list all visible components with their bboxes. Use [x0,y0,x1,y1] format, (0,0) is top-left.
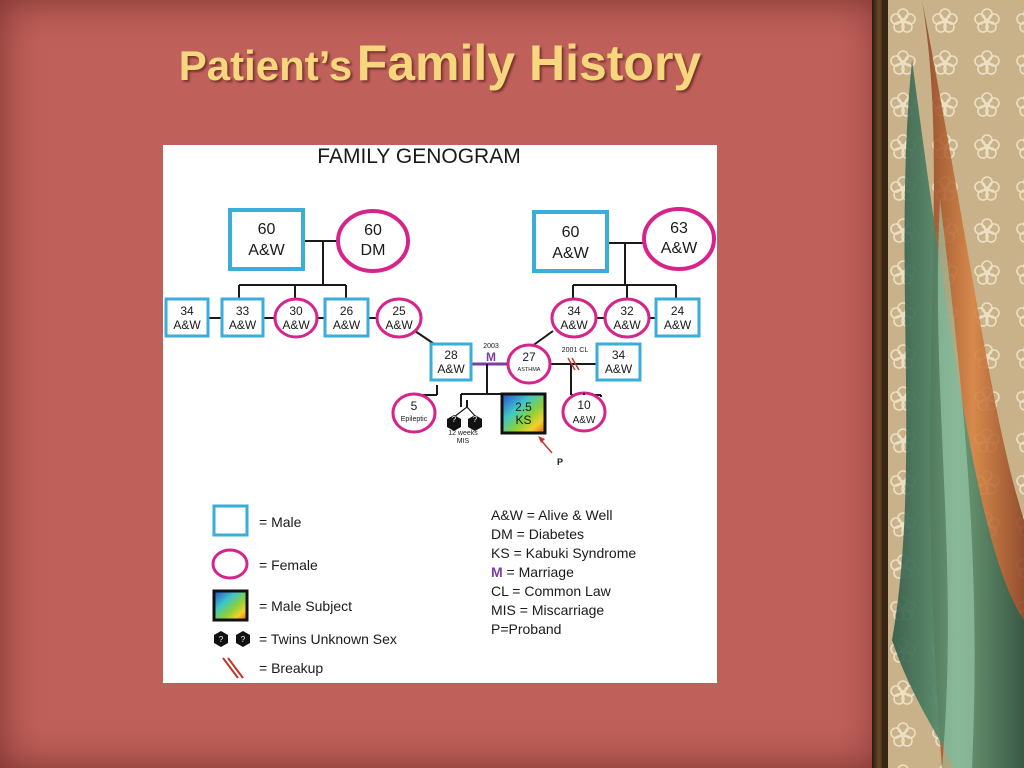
slide-title: Patient’s Family History [0,34,880,92]
male-square-icon [212,504,249,537]
node-status: A&W [385,318,413,332]
legend-label-female: = Female [259,557,318,573]
node-status: A&W [437,362,465,376]
grandmother-maternal: 63 A&W [642,207,716,271]
legend-label-breakup: = Breakup [259,660,323,676]
twin-question-mark: ? [219,635,224,644]
marriage-year: 2003 [483,343,499,350]
legend-symbols: = Male = Female = Male Subject ? ? = Twi… [211,504,397,679]
node-age: 60 [364,222,382,239]
node-status: A&W [333,318,361,332]
abbrev-aw: A&W = Alive & Well [491,507,613,523]
node-status: A&W [552,245,589,262]
node-age: 34 [567,304,581,318]
breakup-mark [567,357,576,371]
legend-label-male-subject: = Male Subject [259,598,352,614]
proband-node: 2.5 KS [500,392,547,435]
node-age: 26 [340,304,354,318]
node-age: 34 [180,304,194,318]
abbrev-ks: KS = Kabuki Syndrome [491,545,636,561]
node-status: Epileptic [401,416,428,423]
node-age: 5 [411,399,418,413]
sibling-right-2: 32 A&W [603,297,651,339]
node-status: ASTHMA [518,367,541,373]
node-age: 60 [258,221,276,238]
node-status: A&W [282,318,310,332]
sibling-left-3: 30 A&W [273,297,319,339]
node-age: 2.5 [515,400,532,414]
abbrev-cl: CL = Common Law [491,583,612,599]
grandmother-paternal: 60 DM [336,209,410,273]
node-age: 60 [562,224,580,241]
node-status: DM [361,242,386,259]
proband-pointer-label: P [557,457,563,467]
twin-question-mark: ? [452,415,457,424]
legend-abbreviations: A&W = Alive & Well DM = Diabetes KS = Ka… [491,507,636,637]
half-sibling-right-node: 10 A&W [561,391,607,433]
node-status: A&W [248,242,285,259]
breakup-mark [571,357,580,371]
half-sister-node: 5 Epileptic [391,392,437,434]
node-status: A&W [605,362,633,376]
twins-icon: ? ? [214,631,250,647]
node-status: A&W [573,415,596,426]
decorative-floral-panel [882,0,1024,768]
genogram-heading: FAMILY GENOGRAM [317,145,520,168]
node-age: 30 [289,304,303,318]
proband-arrow [538,436,553,454]
common-law-label: 2001 CL [562,347,589,354]
node-status: A&W [661,240,698,257]
abbrev-p: P=Proband [491,621,561,637]
twins-age-label: 12 weeks [448,430,478,437]
node-status: A&W [560,318,588,332]
grandfather-paternal: 60 A&W [228,208,305,271]
title-main: Family History [356,35,702,91]
title-prefix: Patient’s [178,42,353,89]
twins-status-label: MIS [457,438,470,445]
father-node: 28 A&W [429,342,473,382]
node-age: 24 [671,304,685,318]
sibling-right-1: 34 A&W [550,297,598,339]
sibling-left-1: 34 A&W [164,297,210,338]
genogram-figure: FAMILY GENOGRAM [163,145,717,683]
legend-label-male: = Male [259,514,302,530]
node-age: 32 [620,304,634,318]
node-status: A&W [613,318,641,332]
marriage-symbol: M [486,350,496,364]
mother-partner-node: 34 A&W [595,342,642,382]
node-age: 27 [522,350,536,364]
legend-label-twins: = Twins Unknown Sex [259,631,397,647]
sibling-left-2: 33 A&W [220,297,265,338]
sibling-left-4: 26 A&W [323,297,370,338]
genogram-diagram: FAMILY GENOGRAM [164,145,716,679]
node-age: 10 [577,398,591,412]
abbrev-mis: MIS = Miscarriage [491,602,604,618]
node-status: KS [515,413,531,427]
male-subject-icon [212,589,249,622]
grandfather-maternal: 60 A&W [532,210,609,273]
node-status: A&W [229,318,257,332]
node-age: 63 [670,220,688,237]
abbrev-dm: DM = Diabetes [491,526,584,542]
twin-question-mark: ? [241,635,246,644]
mother-node: 27 ASTHMA [506,343,552,385]
node-status: A&W [173,318,201,332]
abbrev-m: M = Marriage [491,564,574,580]
sibling-right-3: 24 A&W [654,297,701,338]
node-status: A&W [664,318,692,332]
breakup-icon [222,657,244,679]
twins-node: ? ? 12 weeks MIS [447,406,482,445]
node-age: 28 [444,348,458,362]
node-age: 34 [612,348,626,362]
node-age: 25 [392,304,406,318]
twin-question-mark: ? [473,415,478,424]
sibling-left-5: 25 A&W [375,297,423,339]
node-age: 33 [236,304,250,318]
female-circle-icon [211,548,249,580]
